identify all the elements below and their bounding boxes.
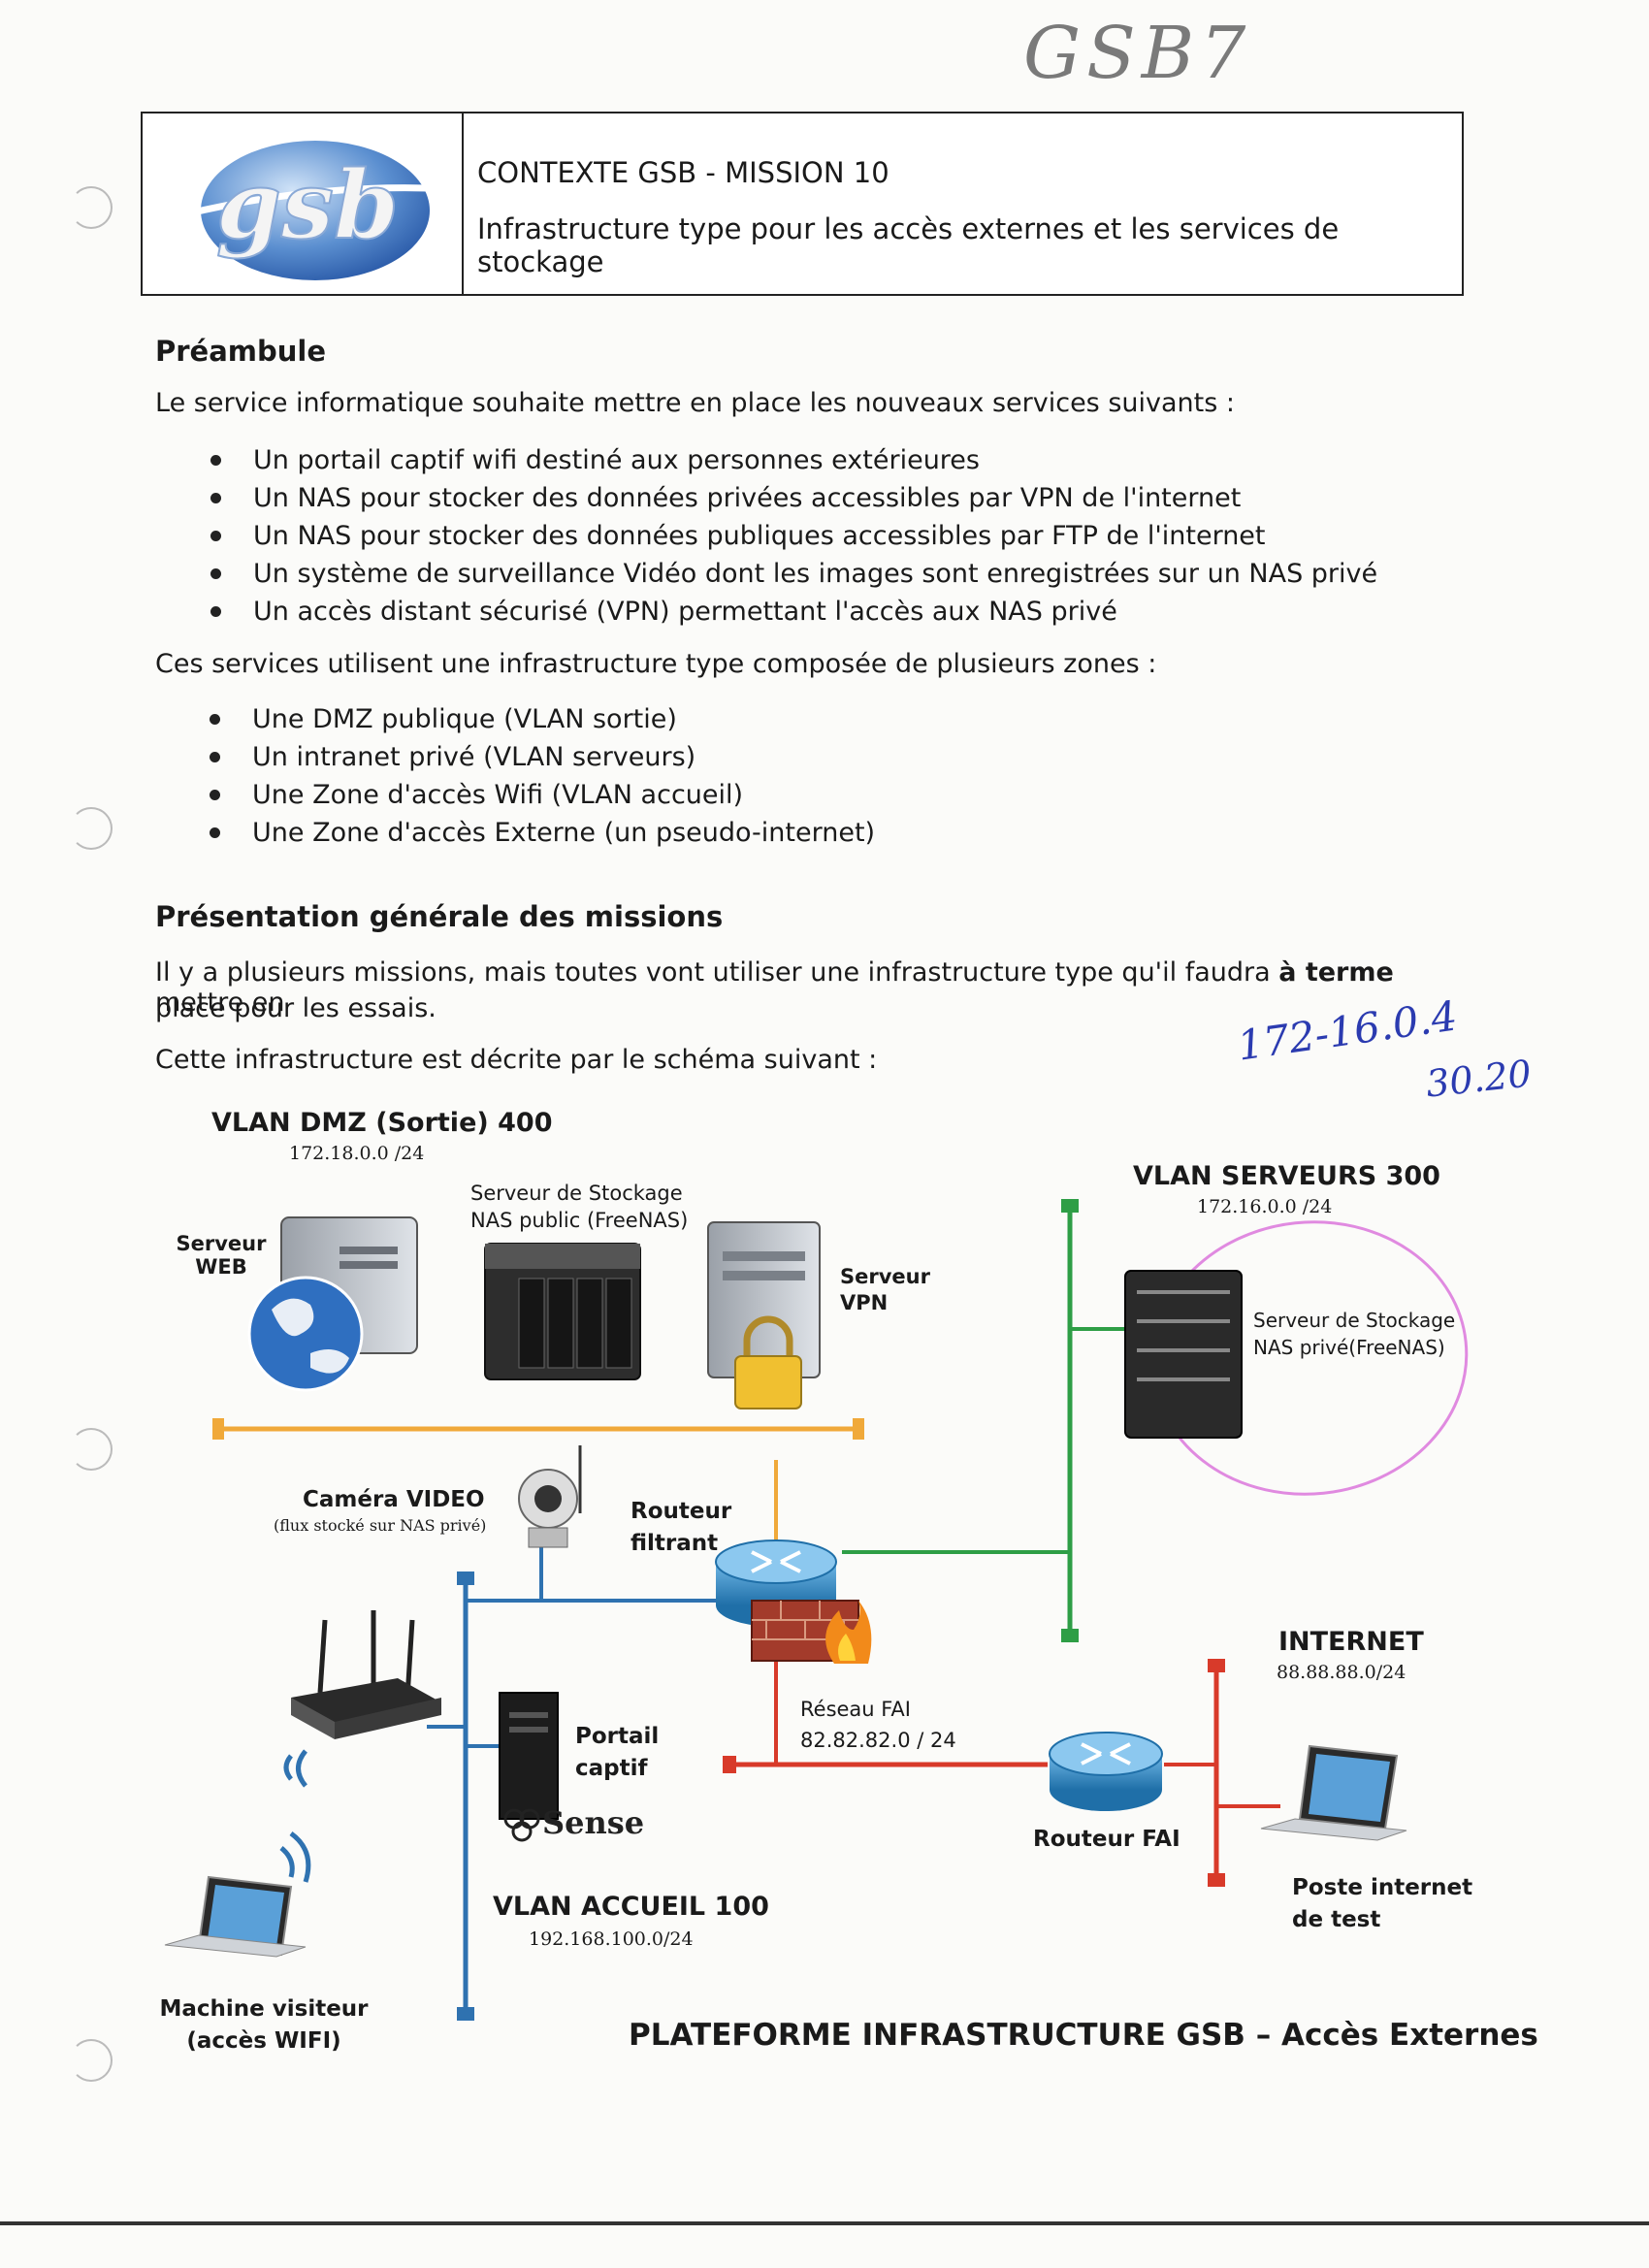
- test-laptop-label-line1: Poste internet: [1292, 1875, 1473, 1900]
- filtering-router-label: Routeur filtrant: [630, 1496, 731, 1560]
- missions-paragraph-line2: place pour les essais.: [155, 993, 436, 1023]
- web-server-label-line1: Serveur: [176, 1232, 267, 1255]
- vpn-server-label: Serveur VPN: [840, 1264, 930, 1316]
- web-server-icon: [247, 1216, 418, 1392]
- pfsense-logo: Sense: [542, 1804, 645, 1841]
- missions-paragraph: Il y a plusieurs missions, mais toutes v…: [155, 957, 1455, 1018]
- vlan-dmz-title: VLAN DMZ (Sortie) 400: [211, 1108, 553, 1138]
- punch-hole-3: [70, 1428, 113, 1471]
- scan-edge-line: [0, 2221, 1649, 2225]
- list-item: Un NAS pour stocker des données publique…: [210, 517, 1377, 555]
- captive-portal-label: Portail captif: [575, 1721, 659, 1785]
- list-item: Une DMZ publique (VLAN sortie): [209, 700, 875, 738]
- internet-line-end-bottom: [1208, 1873, 1225, 1887]
- vlan-accueil-net: 192.168.100.0/24: [529, 1928, 694, 1950]
- visitor-laptop-icon: [164, 1831, 311, 1958]
- list-item: Une Zone d'accès Wifi (VLAN accueil): [209, 776, 875, 814]
- punch-hole-4: [70, 2039, 113, 2082]
- missions-para-end: mettre en: [155, 988, 285, 1018]
- captive-portal-label-line1: Portail: [575, 1724, 660, 1749]
- reseau-fai-net: 82.82.82.0 / 24: [800, 1729, 956, 1752]
- accueil-line-end-top: [457, 1571, 474, 1585]
- nas-public-label-line2: NAS public (FreeNAS): [470, 1209, 689, 1232]
- vlan-dmz-net: 172.18.0.0 /24: [289, 1143, 425, 1164]
- nas-public-icon: [484, 1243, 641, 1380]
- services-list: Un portail captif wifi destiné aux perso…: [210, 441, 1377, 631]
- captive-portal-label-line2: captif: [575, 1756, 648, 1781]
- dmz-line-end-right: [853, 1418, 864, 1440]
- missions-paragraph-2: Cette infrastructure est décrite par le …: [155, 1045, 878, 1075]
- firewall-icon: [751, 1600, 872, 1664]
- zones-list: Une DMZ publique (VLAN sortie) Un intran…: [209, 700, 875, 852]
- internet-net: 88.88.88.0/24: [1277, 1662, 1406, 1683]
- test-laptop-label-line2: de test: [1292, 1907, 1381, 1932]
- missions-para-bold: à terme: [1278, 957, 1394, 988]
- page-title: CONTEXTE GSB - MISSION 10: [477, 156, 889, 189]
- serveurs-line-end-bottom: [1061, 1629, 1079, 1642]
- camera-label: Caméra VIDEO: [303, 1487, 485, 1512]
- list-item: Un accès distant sécurisé (VPN) permetta…: [210, 593, 1377, 631]
- reseau-fai-title: Réseau FAI: [800, 1698, 911, 1721]
- list-item: Une Zone d'accès Externe (un pseudo-inte…: [209, 814, 875, 852]
- list-item: Un NAS pour stocker des données privées …: [210, 479, 1377, 517]
- internet-line-end-top: [1208, 1659, 1225, 1672]
- fai-line-end: [723, 1756, 736, 1773]
- preambule-intro: Le service informatique souhaite mettre …: [155, 388, 1235, 418]
- web-server-label-line2: WEB: [195, 1255, 247, 1279]
- vlan-serveurs-title: VLAN SERVEURS 300: [1133, 1161, 1440, 1191]
- camera-note: (flux stocké sur NAS privé): [274, 1516, 487, 1535]
- visitor-laptop-label-line2: (accès WIFI): [186, 2028, 341, 2054]
- vpn-server-label-line2: VPN: [840, 1291, 889, 1314]
- missions-heading: Présentation générale des missions: [155, 900, 724, 933]
- logo-text: gsb: [216, 150, 399, 260]
- visitor-laptop-label-line1: Machine visiteur: [159, 1996, 369, 2022]
- test-laptop-label: Poste internet de test: [1292, 1872, 1472, 1936]
- test-laptop-icon: [1260, 1744, 1407, 1841]
- wifi-access-point-icon: [283, 1610, 441, 1788]
- dmz-line-end-left: [212, 1418, 224, 1440]
- nas-public-label-line1: Serveur de Stockage: [470, 1182, 683, 1205]
- vlan-serveurs-net: 172.16.0.0 /24: [1197, 1196, 1333, 1217]
- serveurs-line-end-top: [1061, 1199, 1079, 1213]
- vpn-server-icon: [707, 1221, 821, 1409]
- isp-router-icon: [1049, 1732, 1163, 1811]
- punch-hole-2: [70, 807, 113, 850]
- internet-title: INTERNET: [1278, 1627, 1424, 1657]
- filtering-router-label-line1: Routeur: [630, 1499, 732, 1524]
- camera-icon: [518, 1445, 582, 1548]
- vpn-server-label-line1: Serveur: [840, 1265, 930, 1288]
- handwritten-label: GSB7: [1023, 12, 1252, 95]
- punch-hole-1: [70, 186, 113, 229]
- page-subtitle: Infrastructure type pour les accès exter…: [477, 212, 1340, 278]
- isp-router-label: Routeur FAI: [1033, 1827, 1180, 1852]
- web-server-label: Serveur WEB: [173, 1232, 270, 1279]
- filtering-router-label-line2: filtrant: [630, 1531, 719, 1556]
- list-item: Un portail captif wifi destiné aux perso…: [210, 441, 1377, 479]
- nas-prive-label-line2: NAS privé(FreeNAS): [1253, 1336, 1445, 1359]
- zones-intro: Ces services utilisent une infrastructur…: [155, 649, 1157, 679]
- header-box: gsb CONTEXTE GSB - MISSION 10 Infrastruc…: [141, 112, 1464, 296]
- diagram-footer-title: PLATEFORME INFRASTRUCTURE GSB – Accès Ex…: [629, 2018, 1538, 2053]
- list-item: Un intranet privé (VLAN serveurs): [209, 738, 875, 776]
- nas-public-label: Serveur de Stockage NAS public (FreeNAS): [470, 1180, 688, 1234]
- filtering-router-icon: [715, 1539, 837, 1627]
- nas-prive-label: Serveur de Stockage NAS privé(FreeNAS): [1253, 1307, 1455, 1361]
- vlan-accueil-title: VLAN ACCUEIL 100: [493, 1892, 769, 1922]
- list-item: Un système de surveillance Vidéo dont le…: [210, 555, 1377, 593]
- gsb-logo: gsb: [143, 113, 464, 294]
- preambule-heading: Préambule: [155, 335, 327, 368]
- pfsense-logo-icon: [503, 1808, 540, 1842]
- accueil-line-end-bottom: [457, 2007, 474, 2021]
- visitor-laptop-label: Machine visiteur (accès WIFI): [157, 1993, 371, 2057]
- nas-prive-label-line1: Serveur de Stockage: [1253, 1309, 1456, 1332]
- missions-para-start: Il y a plusieurs missions, mais toutes v…: [155, 957, 1279, 988]
- handwritten-ip-line2: 30.20: [1423, 1052, 1534, 1106]
- nas-prive-icon: [1124, 1270, 1243, 1439]
- captive-portal-icon: [499, 1692, 559, 1820]
